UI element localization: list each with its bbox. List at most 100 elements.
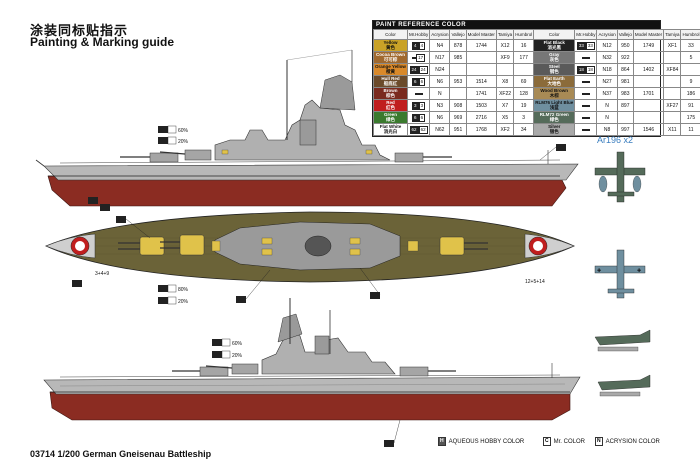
color-name-cn: 橙黄 (385, 69, 395, 74)
aircraft-label: Ar196 x2 (597, 135, 634, 145)
callout-20-mid: 20% (178, 299, 189, 305)
top-view (45, 211, 575, 283)
color-name: Orange Yellow (375, 64, 406, 70)
legend-hobby-label: AQUEOUS HOBBY COLOR (448, 438, 525, 445)
aircraft-side-3 (594, 329, 651, 352)
legend-mr-swatch: C (543, 437, 551, 446)
mix-label-b: 12+5+14 (525, 279, 545, 285)
paint-reference-table: PAINT REFERENCE COLOR Color Mr.Hobby Acr… (372, 20, 700, 137)
hull-bottom-red-2 (49, 391, 571, 421)
color-name-cn: 消光黑 (547, 45, 561, 50)
callout-80-mid: 80% (178, 287, 189, 293)
hobby-code (581, 80, 586, 83)
aircraft-group: ✚ ✚ (594, 151, 651, 397)
color-name: Flat White (379, 124, 402, 130)
mr-code: 62 (418, 125, 428, 134)
color-name: Wood Brown (540, 88, 569, 94)
legend-acrysion-swatch: N (595, 437, 603, 446)
hobby-code: 4 (412, 41, 419, 50)
hobby-code: 18 (576, 65, 586, 74)
hobby-code: 62 (409, 125, 419, 134)
footer-title: 03714 1/200 German Gneisenau Battleship (30, 449, 212, 459)
color-name-cn: 木棕 (549, 93, 559, 98)
hobby-code (581, 104, 586, 107)
callout-60-low: 60% (232, 341, 243, 347)
color-name: Yellow (383, 40, 398, 46)
mr-code (585, 80, 590, 83)
callout-20-top: 20% (178, 139, 189, 145)
svg-text:✚: ✚ (637, 268, 641, 274)
side-view-lower (43, 298, 581, 421)
legend-hobby-swatch: H (438, 437, 446, 446)
table-header-row: Color Mr.Hobby Acrysion Vallejo Model Ma… (373, 29, 700, 40)
mr-hobby-code (574, 51, 598, 64)
aircraft-side-4 (597, 374, 651, 397)
mr-code: 3 (418, 101, 426, 110)
legend-acrysion: N ACRYSION COLOR (595, 437, 660, 446)
hobby-code: 33 (576, 41, 586, 50)
aircraft-top-1 (594, 151, 646, 203)
cell-vallejo: 997 (616, 123, 634, 136)
color-name: Red (386, 100, 395, 106)
mr-code: 6 (418, 113, 426, 122)
cell-vallejo: 951 (449, 123, 467, 136)
cell-mm: 1768 (465, 123, 497, 136)
legend-mr: C Mr. COLOR (543, 437, 585, 446)
mr-code (585, 104, 590, 107)
mr-code: 4 (418, 41, 426, 50)
legend-mr-label: Mr. COLOR (553, 438, 585, 445)
color-name-cn: 灰色 (549, 57, 559, 62)
color-name: Flat Black (543, 40, 565, 46)
legend-acrysion-label: ACRYSION COLOR (605, 438, 660, 445)
color-name-cn: 船底红 (383, 81, 398, 86)
hobby-code (412, 56, 417, 59)
title-english: Painting & Marking guide (30, 35, 175, 49)
paint-table-grid: Color Mr.Hobby Acrysion Vallejo Model Ma… (373, 29, 700, 136)
mr-code (585, 92, 590, 95)
color-name-cn: 浅蓝 (549, 105, 559, 110)
mix-label-a: 3+4+9 (95, 271, 109, 277)
cell-acry: N8 (596, 123, 618, 136)
mr-hobby-code: 17 (406, 51, 431, 64)
hobby-code: 24 (409, 65, 419, 74)
mr-code: 18 (585, 65, 595, 74)
color-name: RLM72 Green (539, 112, 569, 118)
mr-code (585, 56, 590, 59)
cell-humbrol: 11 (680, 123, 700, 136)
cell-humbrol: 16 (513, 39, 535, 52)
hull-upper-gray-2 (43, 376, 581, 395)
aircraft-bottom-2: ✚ ✚ (594, 249, 646, 299)
hull-upper-gray (43, 163, 579, 181)
turret-top-a (139, 236, 165, 256)
color-name: Green (383, 112, 397, 118)
turret-c (394, 152, 424, 163)
hobby-code: 3 (412, 101, 419, 110)
hobby-code: 6 (412, 113, 419, 122)
color-name-cn: 绿色 (385, 117, 395, 122)
mr-code (585, 116, 590, 119)
color-name: Gray (549, 52, 560, 58)
legend-hobby: H AQUEOUS HOBBY COLOR (438, 437, 524, 446)
color-name-cn: 大地色 (547, 81, 561, 86)
color-name-cn: 银色 (549, 129, 559, 134)
cell-tamiya: X11 (663, 123, 682, 136)
color-name-cn: 红色 (385, 105, 395, 110)
turret-a (149, 152, 179, 163)
turret-top-b (179, 234, 205, 256)
mr-code (585, 128, 590, 131)
